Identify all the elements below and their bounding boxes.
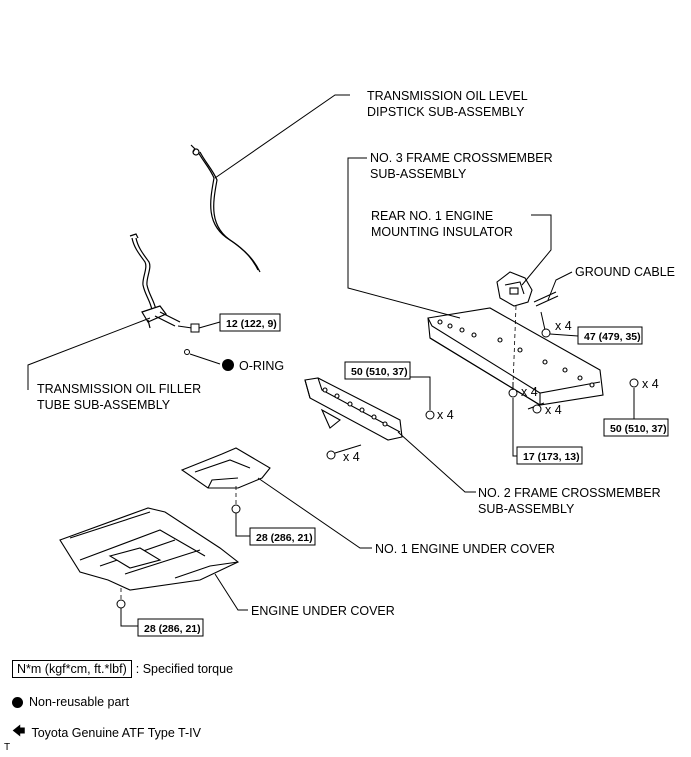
- filler-tube-leader: [27, 317, 151, 390]
- filler-tube-bolt: [177, 323, 200, 333]
- legend-nonreusable-text: Non-reusable part: [29, 695, 130, 709]
- ground-cable-drawing: [533, 291, 559, 307]
- legend-atf: 🡄 Toyota Genuine ATF Type T-IV: [12, 722, 201, 744]
- filler-bolt-torque-box: [219, 313, 281, 332]
- crossmember3-bolt: [508, 382, 518, 398]
- nonreusable-legend-icon: [12, 696, 23, 708]
- under-cover1-bolt: [231, 504, 241, 519]
- footer-mark: T: [4, 742, 11, 753]
- crossmember3-right-qty: x 4: [642, 377, 659, 391]
- filler-tube-drawing: [129, 233, 181, 329]
- crossmember2-nut: [425, 410, 435, 420]
- under-cover1-drawing: [180, 447, 271, 489]
- filler-bolt-leader: [198, 321, 221, 329]
- legend-torque-desc: : Specified torque: [135, 662, 234, 676]
- legend-atf-text: Toyota Genuine ATF Type T-IV: [31, 726, 201, 740]
- crossmember2-drawing: [304, 377, 403, 441]
- crossmember3-right-torque: 50 (510, 37): [610, 423, 667, 435]
- crossmember3-label-line2: SUB-ASSEMBLY: [370, 167, 467, 181]
- crossmember3-right-leader: [625, 388, 635, 421]
- insulator-bolt: [540, 311, 551, 338]
- crossmember3-nuts-qty: x 4: [545, 403, 562, 417]
- dipstick-label-line2: DIPSTICK SUB-ASSEMBLY: [367, 105, 525, 119]
- under-cover1-torque: 28 (286, 21): [256, 532, 313, 544]
- under-cover-leader: [214, 573, 248, 611]
- crossmember2-label-line1: NO. 2 FRAME CROSSMEMBER: [478, 486, 661, 500]
- insulator-torque-box: [577, 326, 643, 345]
- crossmember2-leader: [397, 431, 476, 493]
- insulator-leader: [521, 214, 552, 286]
- insulator-drawing: [496, 271, 533, 307]
- under-cover1-leader: [257, 477, 372, 549]
- crossmember2-bolts-qty: x 4: [343, 450, 360, 464]
- nonreusable-dot-icon: [222, 359, 234, 371]
- arrow-left-icon: 🡄: [12, 723, 26, 738]
- ground-cable-label: GROUND CABLE: [575, 265, 675, 279]
- legend-torque-box: N*m (kgf*cm, ft.*lbf): [12, 660, 132, 678]
- insulator-label-line2: MOUNTING INSULATOR: [371, 225, 513, 239]
- under-cover-torque: 28 (286, 21): [144, 623, 201, 635]
- legend-nonreusable: Non-reusable part: [12, 695, 129, 709]
- crossmember3-right-torque-box: [603, 418, 669, 437]
- crossmember3-nut: [527, 402, 545, 414]
- crossmember2-bolt: [326, 444, 362, 460]
- crossmember2-torque: 50 (510, 37): [351, 366, 408, 378]
- under-cover-label: ENGINE UNDER COVER: [251, 604, 395, 618]
- under-cover-torque-box: [137, 618, 204, 637]
- crossmember3-drawing: [427, 307, 604, 406]
- legend-torque: N*m (kgf*cm, ft.*lbf) : Specified torque: [12, 660, 233, 678]
- insulator-bolt-leader: [549, 333, 579, 337]
- under-cover1-bolt-leader: [235, 519, 250, 537]
- crossmember3-leader: [347, 157, 461, 319]
- insulator-qty: x 4: [555, 319, 572, 333]
- ground-cable-leader: [547, 271, 573, 301]
- filler-tube-label-line1: TRANSMISSION OIL FILLER: [37, 382, 201, 396]
- under-cover-bolt-leader: [120, 614, 138, 627]
- under-cover1-torque-box: [249, 527, 316, 546]
- insulator-label-line1: REAR NO. 1 ENGINE: [371, 209, 493, 223]
- crossmember3-bolts-qty: x 4: [521, 385, 538, 399]
- insulator-centerline: [512, 305, 517, 386]
- filler-bolt-torque: 12 (122, 9): [226, 318, 277, 330]
- insulator-torque: 47 (479, 35): [584, 331, 641, 343]
- crossmember3-label-line1: NO. 3 FRAME CROSSMEMBER: [370, 151, 553, 165]
- crossmember2-nuts-qty: x 4: [437, 408, 454, 422]
- under-cover-drawing: [59, 507, 240, 591]
- oring-label: O-RING: [239, 359, 284, 373]
- dipstick-leader: [214, 94, 350, 179]
- crossmember3-bolt-torque-box: [516, 446, 583, 465]
- dipstick-label-line1: TRANSMISSION OIL LEVEL: [367, 89, 528, 103]
- crossmember3-bolt-leader: [512, 398, 517, 457]
- crossmember3-right-nut: [629, 378, 639, 388]
- oring-part: [184, 349, 190, 355]
- dipstick-drawing: [190, 144, 261, 273]
- crossmember2-left-leader: [410, 376, 431, 410]
- crossmember2-torque-box: [344, 361, 411, 380]
- crossmember3-bolt-torque: 17 (173, 13): [523, 451, 580, 463]
- crossmember2-label-line2: SUB-ASSEMBLY: [478, 502, 575, 516]
- under-cover-bolt: [116, 599, 126, 614]
- oring-leader: [189, 353, 221, 365]
- under-cover1-label: NO. 1 ENGINE UNDER COVER: [375, 542, 555, 556]
- filler-tube-label-line2: TUBE SUB-ASSEMBLY: [37, 398, 171, 412]
